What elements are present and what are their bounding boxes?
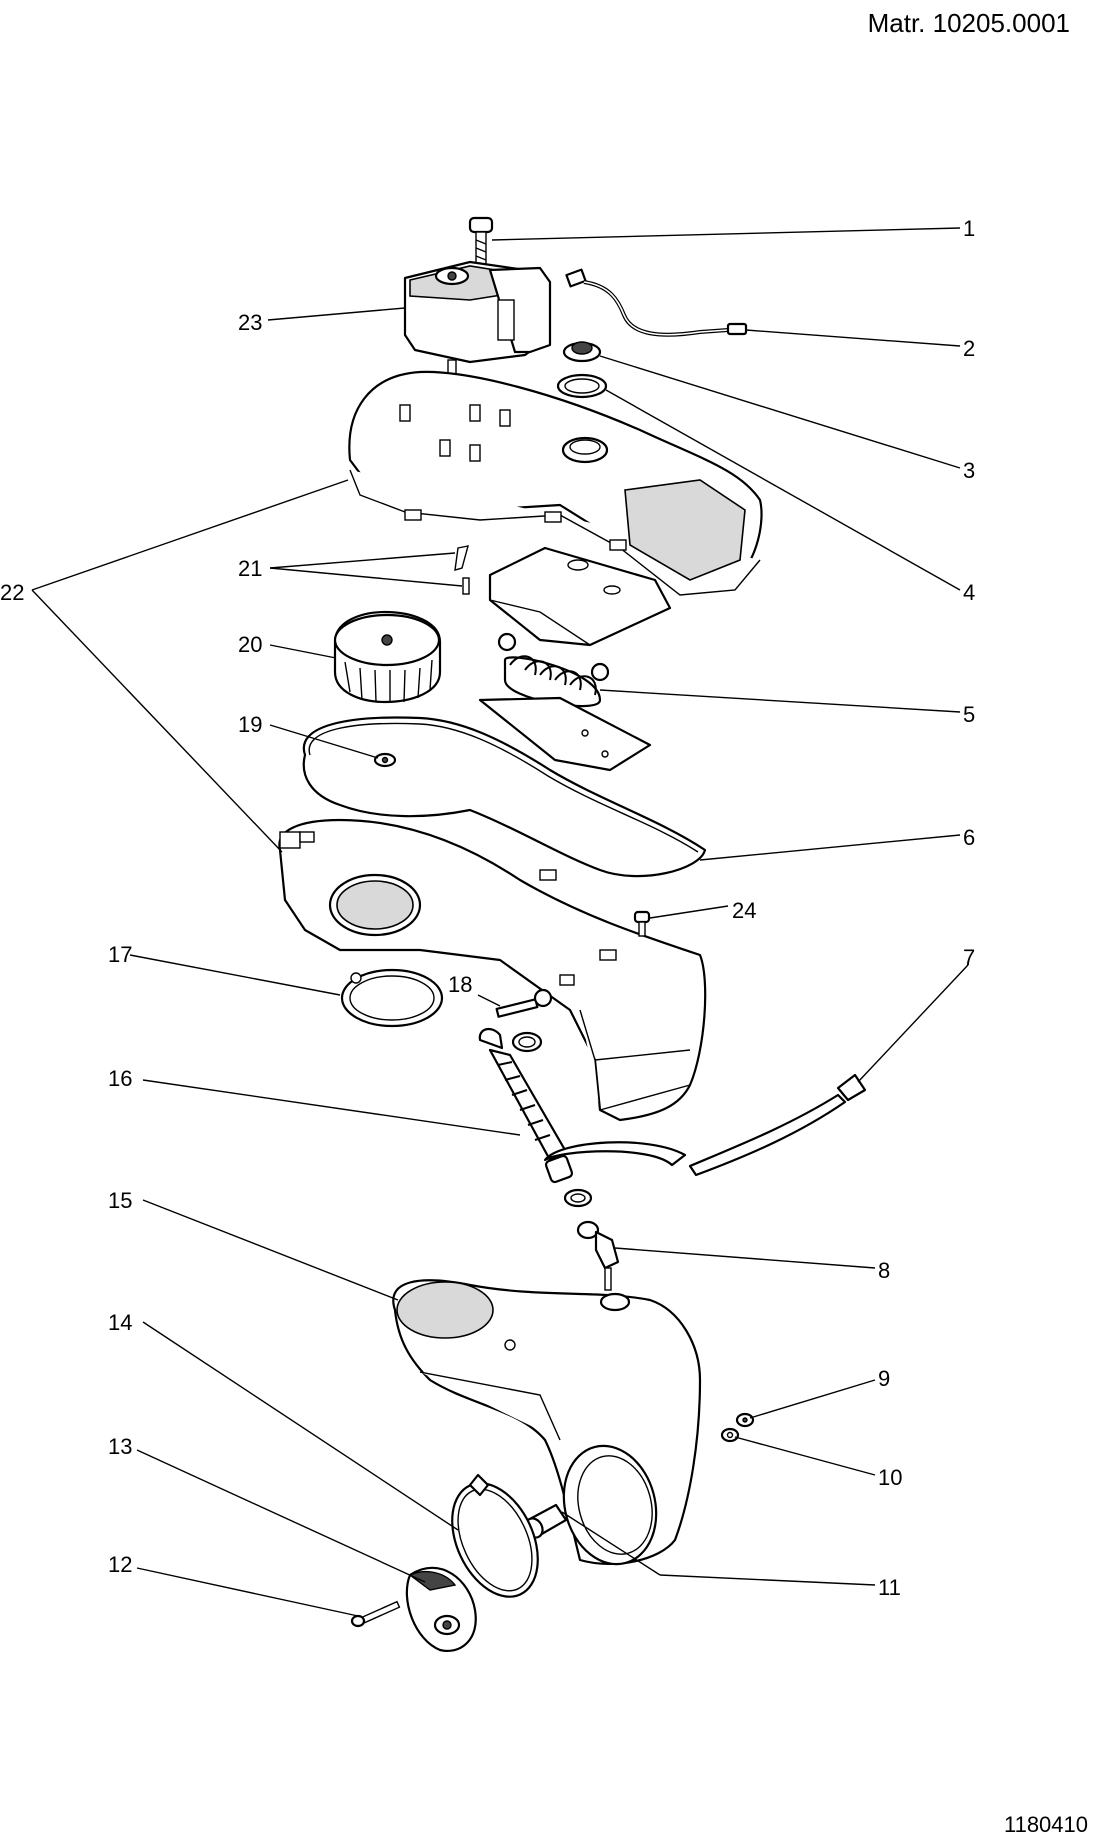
- hose-clamp-lower: [563, 1188, 593, 1208]
- part-2-cable: [565, 268, 748, 337]
- material-number: Matr. 10205.0001: [867, 8, 1070, 38]
- leader-17: [129, 954, 341, 996]
- heater-shield-plate: [488, 546, 672, 647]
- callout-11: 11: [878, 1575, 901, 1600]
- part-14-sealing-ring: [451, 1473, 539, 1598]
- callout-20: 20: [238, 632, 262, 657]
- leader-3: [599, 355, 961, 469]
- callout-4: 4: [963, 580, 975, 605]
- part-24-screw: [633, 910, 651, 937]
- part-5-heating-coil: [478, 632, 652, 772]
- leader-13: [136, 1449, 426, 1583]
- hose-clamp-upper: [511, 1031, 543, 1053]
- leader-9: [749, 1379, 876, 1419]
- part-10-washer: [720, 1427, 740, 1443]
- callout-1: 1: [963, 216, 975, 241]
- part-13-cover: [405, 1566, 477, 1653]
- leader-19: [269, 724, 379, 759]
- callout-6: 6: [963, 825, 975, 850]
- part-3-grommet: [562, 341, 602, 363]
- leader-24: [649, 905, 729, 919]
- leader-10: [734, 1436, 876, 1476]
- callout-24: 24: [732, 898, 756, 923]
- leader-11b: [659, 1574, 876, 1586]
- part-22-upper-housing: [348, 370, 763, 596]
- leader-5: [599, 689, 961, 713]
- part-16-hose: [478, 1027, 574, 1184]
- leader-1: [491, 227, 961, 241]
- callout-14: 14: [108, 1310, 132, 1335]
- callout-3: 3: [963, 458, 975, 483]
- leader-21a: [269, 552, 456, 569]
- callout-9: 9: [878, 1366, 890, 1391]
- leader-18: [477, 994, 501, 1007]
- leader-20: [269, 644, 337, 659]
- part-1-screw: [468, 216, 494, 267]
- callout-12: 12: [108, 1552, 132, 1577]
- callout-10: 10: [878, 1465, 902, 1490]
- part-21-clip: [454, 545, 470, 595]
- callout-19: 19: [238, 712, 262, 737]
- callout-15: 15: [108, 1188, 132, 1213]
- part-12-screw: [350, 1600, 401, 1628]
- part-20-fan-wheel: [333, 610, 442, 704]
- part-23-motor: [403, 260, 552, 377]
- leader-4: [605, 389, 961, 591]
- leader-2: [745, 329, 961, 347]
- part-4-o-ring: [556, 373, 608, 399]
- leader-22b: [31, 589, 283, 853]
- part-15-bottom-duct: [392, 1279, 702, 1566]
- leader-12: [136, 1567, 359, 1617]
- callout-7: 7: [963, 945, 975, 970]
- leader-11: [561, 1511, 661, 1576]
- leader-8: [614, 1247, 876, 1269]
- part-19-nut: [373, 752, 397, 768]
- leader-21b: [269, 567, 463, 587]
- part-22-lower-housing: [278, 818, 707, 1122]
- callout-18: 18: [448, 972, 472, 997]
- callout-13: 13: [108, 1434, 132, 1459]
- callout-labels: 1 2 3 4 5 6 7 8 9 10 11 12 13 14 15 16 1…: [0, 216, 975, 1600]
- callout-8: 8: [878, 1258, 890, 1283]
- callout-17: 17: [108, 942, 132, 967]
- callout-2: 2: [963, 336, 975, 361]
- part-17-ring: [340, 968, 444, 1028]
- leader-22a: [31, 479, 349, 591]
- callout-21: 21: [238, 556, 262, 581]
- leader-6: [699, 834, 961, 861]
- callout-22: 22: [0, 580, 24, 605]
- part-6-gasket: [302, 716, 707, 878]
- leader-23: [267, 307, 406, 321]
- leader-14: [142, 1321, 459, 1531]
- leader-7: [857, 964, 969, 1083]
- leader-lines: [31, 227, 969, 1617]
- document-number: 1180410: [1003, 1812, 1088, 1837]
- part-7-cable-tie: [543, 1073, 867, 1177]
- leader-16: [142, 1079, 521, 1136]
- leader-15: [142, 1199, 399, 1301]
- part-8-connector: [576, 1220, 620, 1291]
- part-18-screw: [495, 988, 553, 1018]
- part-9-nut: [735, 1412, 755, 1428]
- callout-5: 5: [963, 702, 975, 727]
- callout-16: 16: [108, 1066, 132, 1091]
- callout-23: 23: [238, 310, 262, 335]
